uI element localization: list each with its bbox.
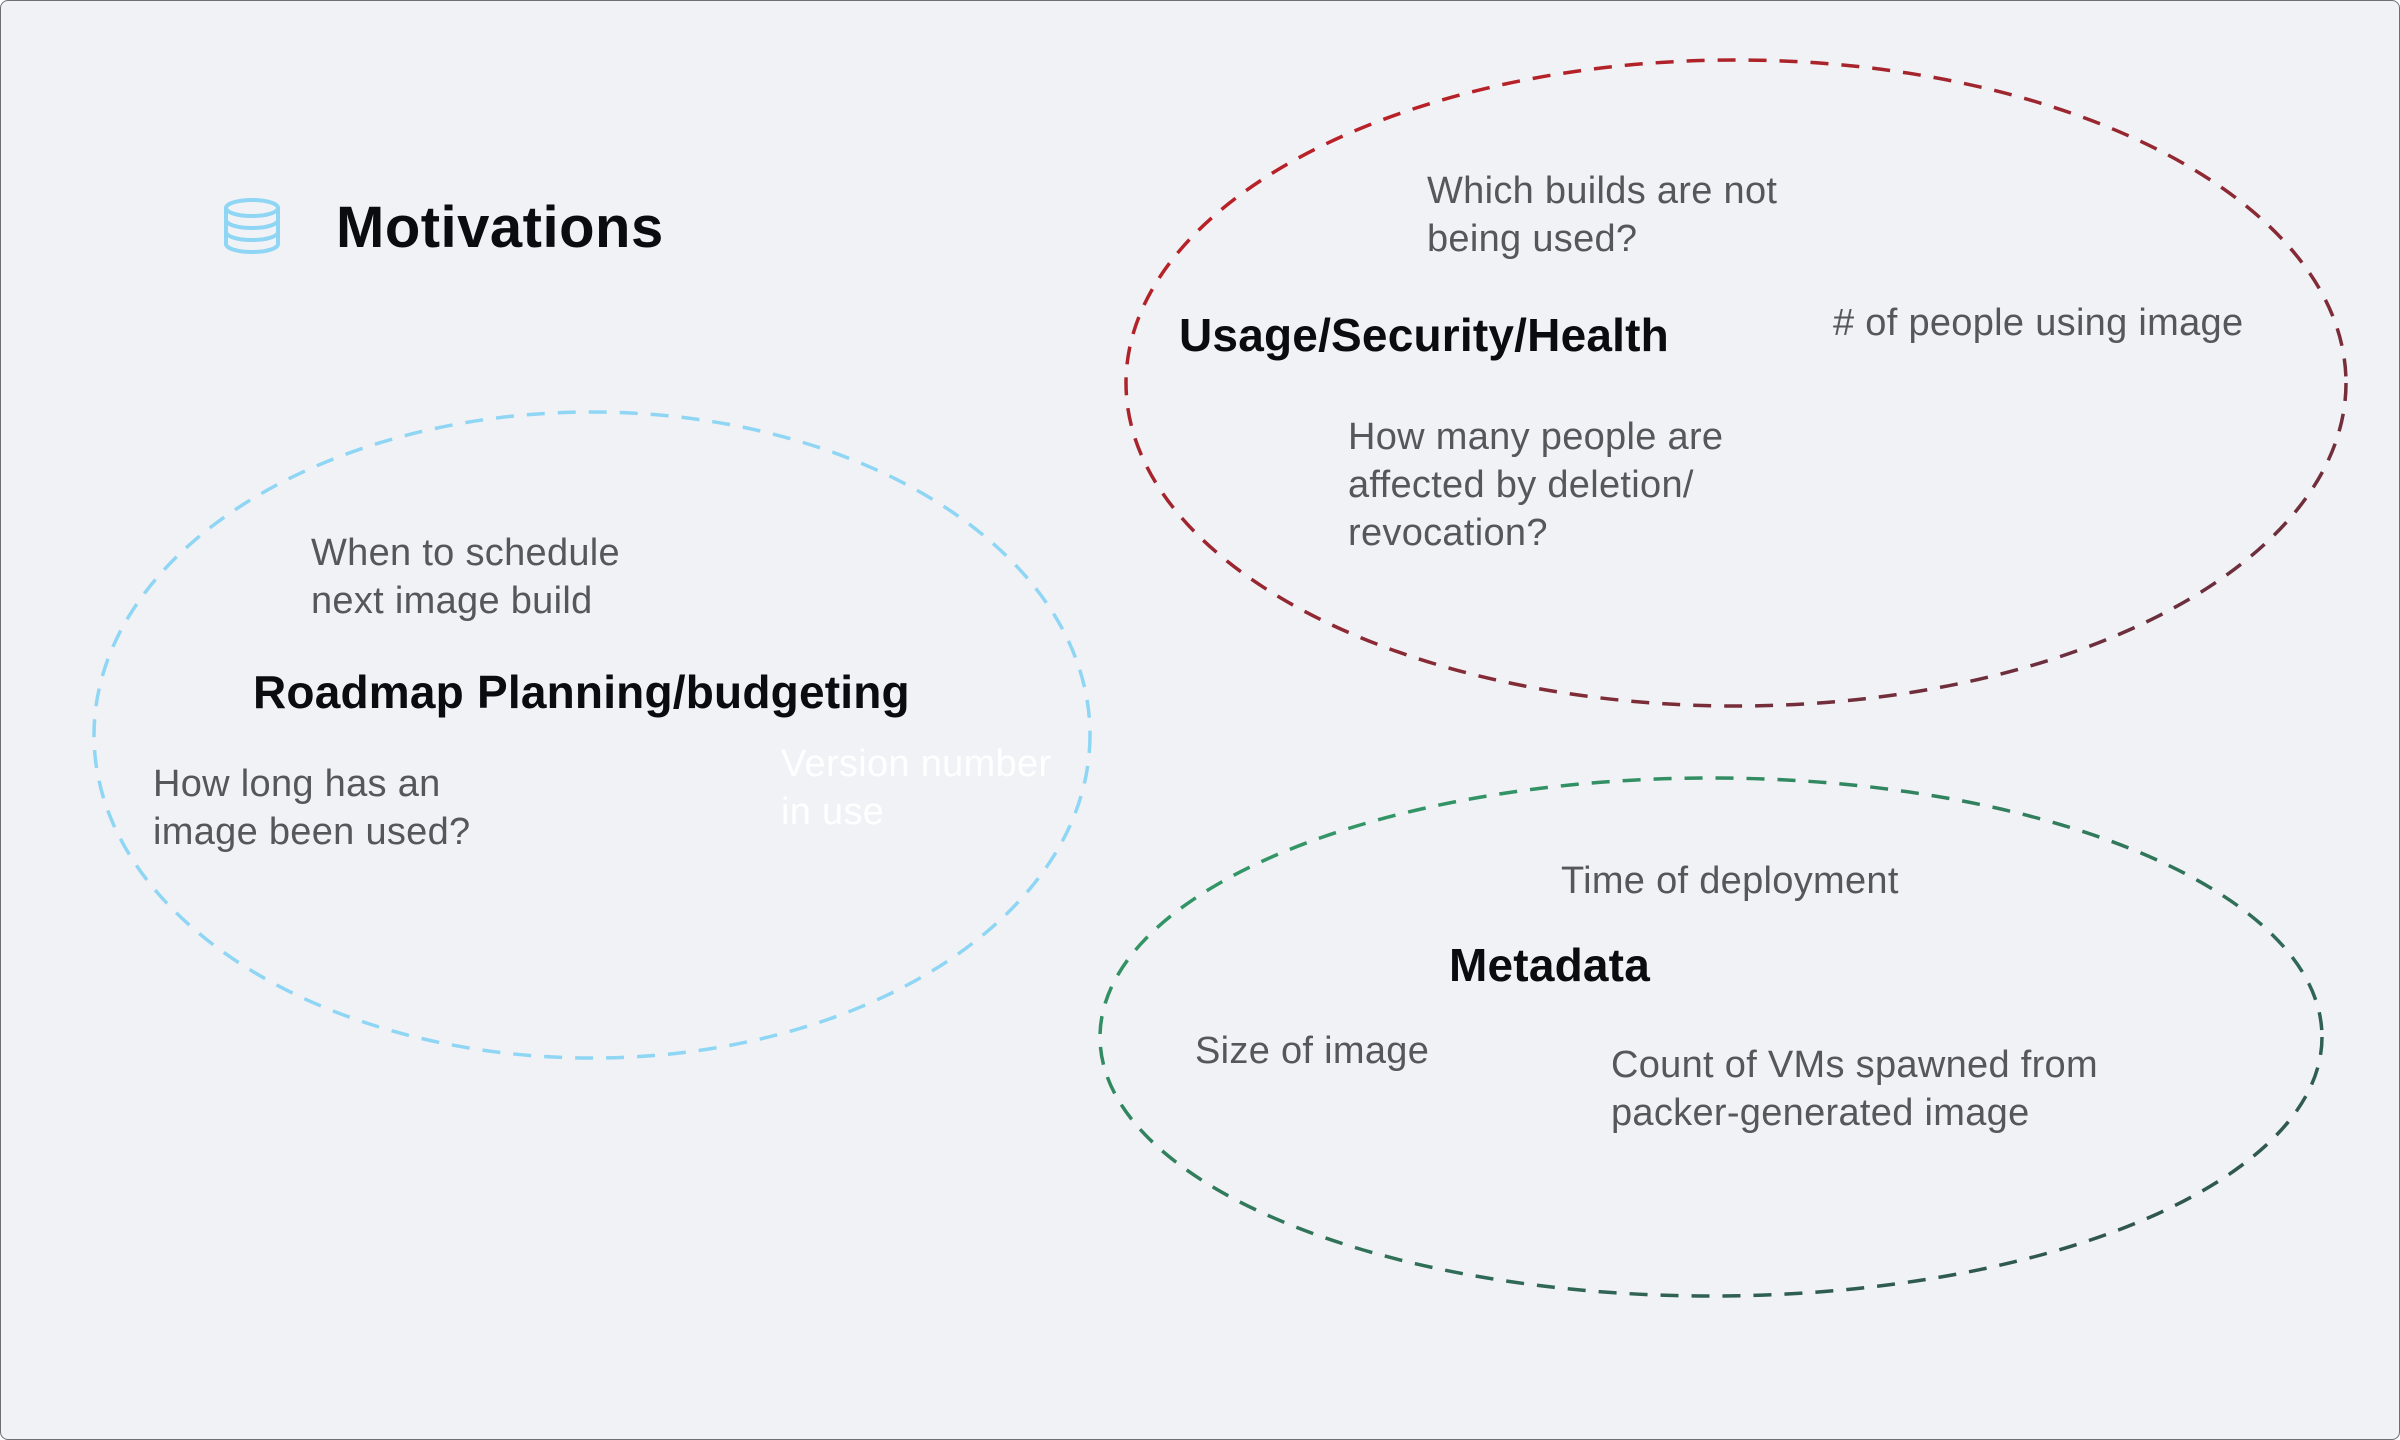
note-deployment-time[interactable]: Time of deployment [1561,860,1899,902]
note-people-using[interactable]: # of people using image [1833,302,2244,344]
note-image-size[interactable]: Size of image [1195,1030,1430,1072]
usage-group-outline[interactable] [1124,58,2348,708]
database-icon [224,198,280,254]
roadmap-heading[interactable]: Roadmap Planning/budgeting [253,666,910,718]
roadmap-group-outline[interactable] [92,410,1092,1060]
note-unused-builds[interactable]: Which builds are not being used? [1427,170,1778,260]
page-title: Motivations [336,195,664,260]
note-affected-people[interactable]: How many people are affected by deletion… [1348,416,1724,554]
note-image-age[interactable]: How long has an image been used? [153,763,471,853]
note-schedule-build[interactable]: When to schedule next image build [311,532,620,622]
usage-heading[interactable]: Usage/Security/Health [1179,309,1669,361]
note-version-number[interactable]: Version number in use [781,743,1052,833]
metadata-heading[interactable]: Metadata [1449,939,1650,991]
note-vm-count[interactable]: Count of VMs spawned from packer-generat… [1611,1044,2098,1134]
metadata-group-outline[interactable] [1098,776,2324,1298]
